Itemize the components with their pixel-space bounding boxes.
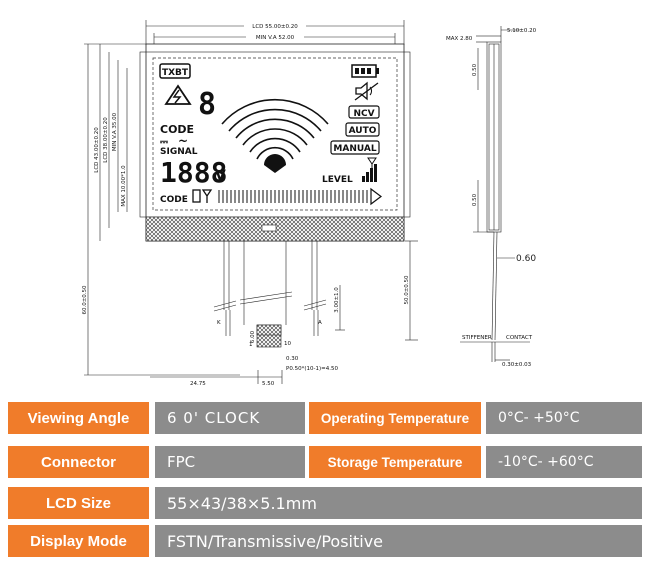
dim-fpc-offset: 24.75 — [190, 381, 206, 387]
stiffener-label: STIFFENER — [462, 335, 492, 341]
svg-text:⎓: ⎓ — [160, 137, 168, 148]
svg-text:~: ~ — [178, 134, 188, 148]
dim-side-max: MAX 2.80 — [446, 36, 473, 42]
left-dimensions — [84, 43, 240, 376]
code-bottom-label: CODE — [160, 195, 188, 205]
digit-single: 8 — [198, 87, 216, 122]
spec-value-operating-temperature: 0°C- +50°C — [486, 402, 642, 434]
signal-label: SIGNAL — [160, 147, 198, 157]
dim-side-thickness: 5.10±0.20 — [507, 28, 537, 34]
voltage-unit: V — [215, 168, 226, 184]
ncv-label: NCV — [353, 109, 374, 119]
spec-label-display-mode: Display Mode — [8, 525, 149, 557]
dim-side-060: 0.60 — [516, 254, 536, 264]
dim-side-050-top: 0.50 — [472, 63, 478, 76]
level-label: LEVEL — [322, 175, 353, 185]
dim-fpc-length: 50.0±0.50 — [404, 275, 410, 305]
spec-value-display-mode: FSTN/Transmissive/Positive — [155, 525, 642, 557]
dim-side-bottom: 0.30±0.03 — [502, 362, 532, 368]
dim-pitch: P0.50*(10-1)=4.50 — [286, 366, 338, 372]
dim-lcd-width: LCD 55.00±0.20 — [252, 24, 298, 30]
spec-row-display-mode: Display Mode FSTN/Transmissive/Positive — [0, 525, 650, 557]
bottom-lcd-ledge — [145, 216, 405, 242]
code-top-label: CODE — [160, 123, 194, 136]
viewing-area — [152, 57, 398, 211]
spec-label-storage-temperature: Storage Temperature — [309, 446, 481, 478]
pin-last-label: 10 — [284, 341, 291, 347]
voltage-digits: 1888 — [160, 156, 227, 189]
spec-row-lcd-size: LCD Size 55×43/38×5.1mm — [0, 487, 650, 519]
dim-lcd-height-inner: LCD 38.00±0.20 — [103, 117, 109, 163]
lcd-technical-drawing: LCD 55.00±0.20 MIN V.A 52.00 LCD 43.00±0… — [82, 20, 537, 387]
spec-value-connector: FPC — [155, 446, 305, 478]
dim-side-050-bottom: 0.50 — [472, 193, 478, 206]
dim-total-height: 60.0±0.50 — [82, 285, 88, 315]
spec-value-storage-temperature: -10°C- +60°C — [486, 446, 642, 478]
dim-pad-width: 0.30 — [286, 356, 299, 362]
dim-lcd-height-outer: LCD 43.00±0.20 — [94, 127, 100, 173]
fpc-tail — [213, 240, 418, 341]
dim-max-fpc: MAX 10.00*1.0 — [121, 165, 127, 207]
lcd-segments: TXBT 8 CODE ⎓ ~ SIGNAL 1888 V CODE — [159, 63, 382, 206]
spec-label-viewing-angle: Viewing Angle — [8, 402, 149, 434]
spec-value-lcd-size: 55×43/38×5.1mm — [155, 487, 642, 519]
pin-first-label: 1 — [249, 342, 253, 348]
dim-fpc-gap: 3.00±1.0 — [334, 287, 340, 313]
pin-a-label: A — [318, 320, 322, 326]
dim-fpc-pos: 5.50 — [262, 381, 275, 387]
spec-label-connector: Connector — [8, 446, 149, 478]
dim-fpc-width: 6.00 — [250, 330, 256, 343]
txbt-label: TXBT — [162, 68, 189, 78]
manual-label: MANUAL — [333, 144, 376, 154]
pin-k-label: K — [217, 320, 221, 326]
dim-min-va-height: MIN V.A 35.00 — [112, 112, 118, 151]
spec-row-viewing-angle: Viewing Angle 6 0' CLOCK Operating Tempe… — [0, 402, 650, 434]
auto-label: AUTO — [349, 126, 377, 136]
dim-min-va-width: MIN V.A 52.00 — [256, 35, 295, 41]
spec-label-lcd-size: LCD Size — [8, 487, 149, 519]
spec-row-connector: Connector FPC Storage Temperature -10°C-… — [0, 446, 650, 478]
spec-label-operating-temperature: Operating Temperature — [309, 402, 481, 434]
side-view — [460, 26, 530, 362]
contact-label: CONTACT — [506, 335, 533, 341]
spec-value-viewing-angle: 6 0' CLOCK — [155, 402, 305, 434]
